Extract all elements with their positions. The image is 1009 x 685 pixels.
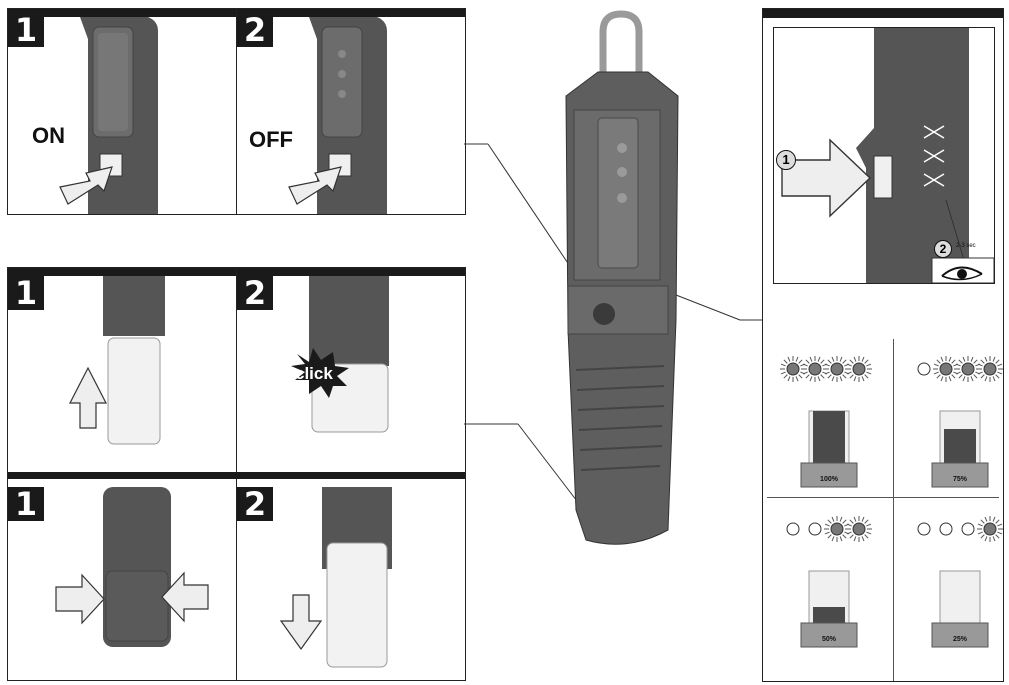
charge-level-label: 100% (820, 476, 839, 483)
battery-pull-illustration (279, 487, 392, 668)
state-label-off: OFF (249, 127, 293, 152)
battery-icon (800, 410, 858, 488)
led-icon (977, 516, 1003, 542)
state-label-on: ON (32, 123, 65, 148)
switch-on-step: 1 ON (8, 9, 236, 214)
led-icon (808, 522, 822, 536)
battery-icon (931, 570, 989, 648)
led-icon (939, 522, 953, 536)
led-icon (824, 516, 850, 542)
led-icon (846, 356, 872, 382)
led-icon (846, 516, 872, 542)
press-marker: 1 (776, 150, 796, 170)
battery-panel: 1 click 2 1 2 (7, 267, 466, 681)
led-icon (786, 522, 800, 536)
switch-off-step: 2 OFF (237, 9, 465, 214)
led-icon (824, 356, 850, 382)
battery-remove-step-2: 2 (237, 479, 465, 680)
led-icon (933, 356, 959, 382)
divider (893, 339, 894, 681)
press-arrow-icon (59, 166, 113, 205)
led-icon (961, 522, 975, 536)
click-label: click (295, 364, 333, 383)
battery-insert-step-2: click 2 (237, 268, 465, 472)
charge-level-label: 75% (953, 476, 968, 483)
charge-level-1: 100% (780, 356, 872, 488)
eye-icon (941, 266, 983, 281)
step-number: 2 (237, 276, 273, 310)
step-number: 1 (8, 276, 44, 310)
battery-insert-step-1: 1 (8, 268, 236, 472)
battery-remove-step-1: 1 (8, 479, 236, 680)
led-icon (977, 356, 1003, 382)
burst-icon (291, 348, 349, 398)
charge-level-2: 75% (917, 356, 1003, 488)
charge-level-4: 25% (917, 516, 1003, 648)
charge-level-3: 50% (786, 516, 872, 648)
lamp-head-illustration (80, 17, 158, 214)
charge-level-label: 25% (953, 636, 968, 643)
battery-icon (800, 570, 858, 648)
divider-bar (8, 472, 465, 479)
step-number: 2 (237, 487, 273, 521)
divider (767, 497, 999, 498)
led-icon (917, 362, 931, 376)
charge-levels: 100% 75% 50% 25% (780, 356, 1003, 648)
switch-panel: 1 ON 2 OFF (7, 8, 466, 215)
panel-header-bar (763, 9, 1003, 18)
step-number: 2 (237, 13, 273, 47)
divider (236, 9, 237, 214)
charge-level-label: 50% (822, 636, 837, 643)
watch-marker: 2 (934, 240, 952, 258)
charge-panel: 1 2 2-3 sec 100% 75% 50% 25% (762, 8, 1004, 682)
charge-check-box: 1 2 2-3 sec (773, 27, 995, 284)
battery-icon (931, 410, 989, 488)
charge-check-illustration (781, 28, 994, 283)
step-number: 1 (8, 13, 44, 47)
press-arrow-icon (288, 166, 342, 205)
battery-insert-illustration (69, 276, 165, 445)
watch-time: 2-3 sec (956, 243, 976, 249)
step-number: 1 (8, 487, 44, 521)
battery-squeeze-illustration (55, 487, 209, 647)
led-icon (917, 522, 931, 536)
